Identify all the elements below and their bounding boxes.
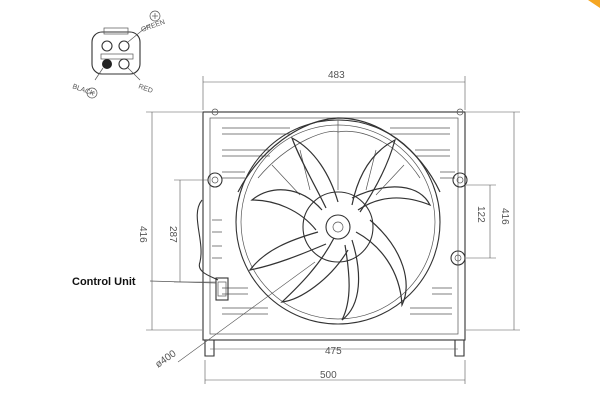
label-red: RED xyxy=(137,83,153,95)
connector-pin xyxy=(118,40,130,52)
black-ground-symbol xyxy=(86,87,98,99)
connector-pin xyxy=(101,40,113,52)
dim-287: 287 xyxy=(167,226,178,243)
outer-frame xyxy=(202,111,466,341)
mount-hole xyxy=(452,172,468,188)
motor-center xyxy=(325,214,351,240)
diameter-leader xyxy=(177,261,316,363)
control-unit-label: Control Unit xyxy=(72,276,136,288)
corner-accent xyxy=(588,0,600,8)
fan xyxy=(235,117,441,325)
green-ground-symbol xyxy=(149,10,161,22)
dim-483: 483 xyxy=(328,70,345,81)
connector-detail: GREEN BLACK RED xyxy=(71,10,166,99)
dim-416-left: 416 xyxy=(137,226,148,243)
fan-blades xyxy=(248,136,432,321)
dim-416-right: 416 xyxy=(499,208,510,225)
label-black: BLACK xyxy=(71,83,95,98)
mount-hole xyxy=(450,250,466,266)
connector-housing xyxy=(91,31,141,75)
fan-hub xyxy=(302,191,374,263)
shroud-frame xyxy=(196,108,468,357)
control-unit: Control Unit xyxy=(72,276,229,301)
label-green: GREEN xyxy=(140,19,166,34)
connector-pin xyxy=(102,59,112,69)
connector-pin xyxy=(118,58,130,70)
dim-122: 122 xyxy=(475,206,486,223)
dimensions: 483 475 500 416 287 122 416 ø400 xyxy=(137,70,520,384)
dim-500: 500 xyxy=(320,370,337,381)
dim-diameter: ø400 xyxy=(153,348,178,370)
dim-475: 475 xyxy=(325,346,342,357)
